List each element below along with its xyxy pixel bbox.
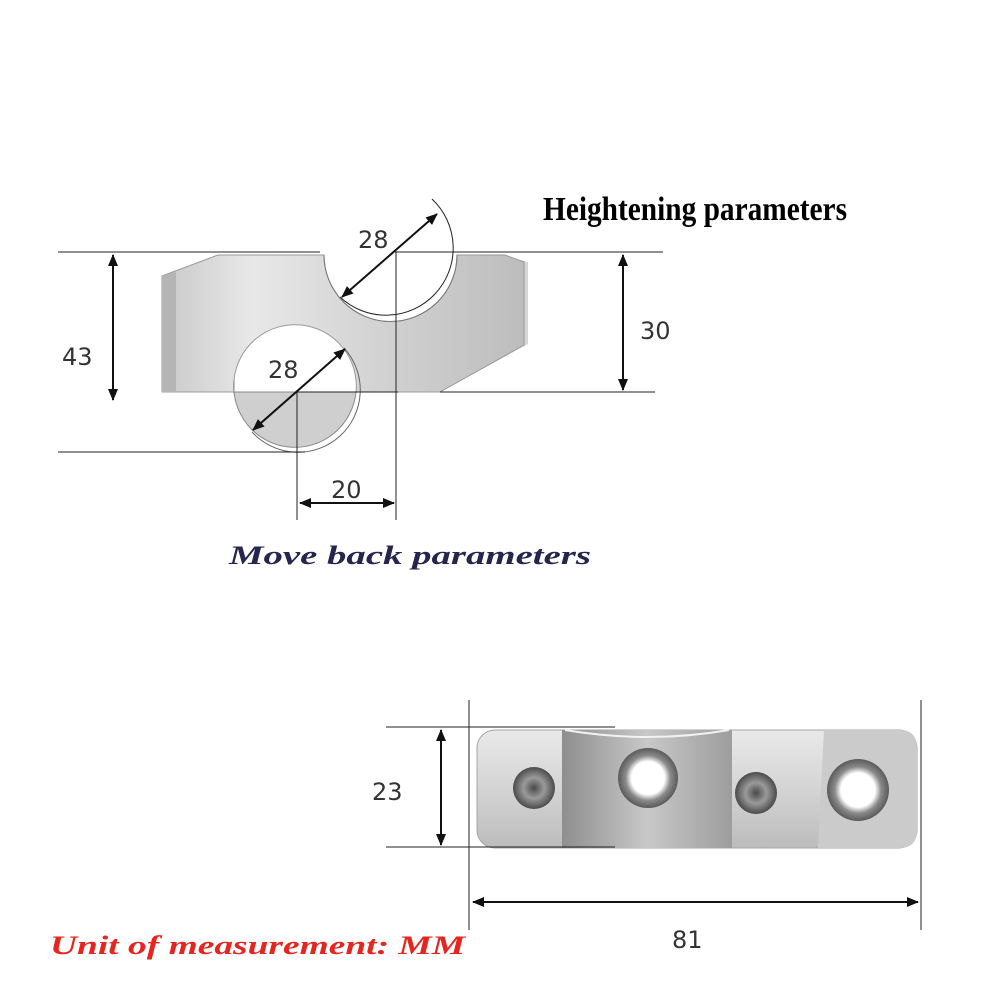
bottom-circle-diameter-label: 28	[268, 356, 299, 384]
bottom-clamp-arc	[251, 347, 361, 453]
top-clamp-arc	[339, 198, 454, 316]
top-dimension-arrows	[108, 213, 628, 508]
move-back-title: Move back parameters	[228, 541, 591, 570]
bottom-diameter-arrow	[252, 348, 346, 431]
threaded-hole-2	[735, 772, 777, 814]
bottom-clamp-fill	[233, 379, 357, 448]
base-plate-slot-top	[564, 729, 730, 738]
riser-left-face	[162, 272, 176, 392]
base-plate	[476, 729, 918, 849]
move-back-label: 20	[331, 476, 362, 504]
top-clamp-arc-inner	[323, 254, 458, 322]
bottom-extension-lines	[386, 700, 922, 930]
threaded-hole-1	[513, 767, 555, 809]
top-circle-diameter-label: 28	[358, 226, 389, 254]
heightening-label: 30	[640, 317, 671, 345]
riser-body	[161, 254, 525, 393]
base-length-label: 81	[672, 926, 703, 954]
riser-profile	[161, 198, 528, 453]
unit-title: Unit of measurement: MM	[50, 931, 466, 960]
overall-height-label: 43	[62, 343, 93, 371]
top-diameter-arrow	[341, 213, 438, 298]
heightening-title: Heightening parameters	[543, 191, 847, 228]
mount-hole-2	[827, 759, 889, 821]
base-height-label: 23	[372, 778, 403, 806]
bottom-dimension-arrows	[436, 729, 919, 907]
mount-hole-1	[618, 748, 678, 808]
